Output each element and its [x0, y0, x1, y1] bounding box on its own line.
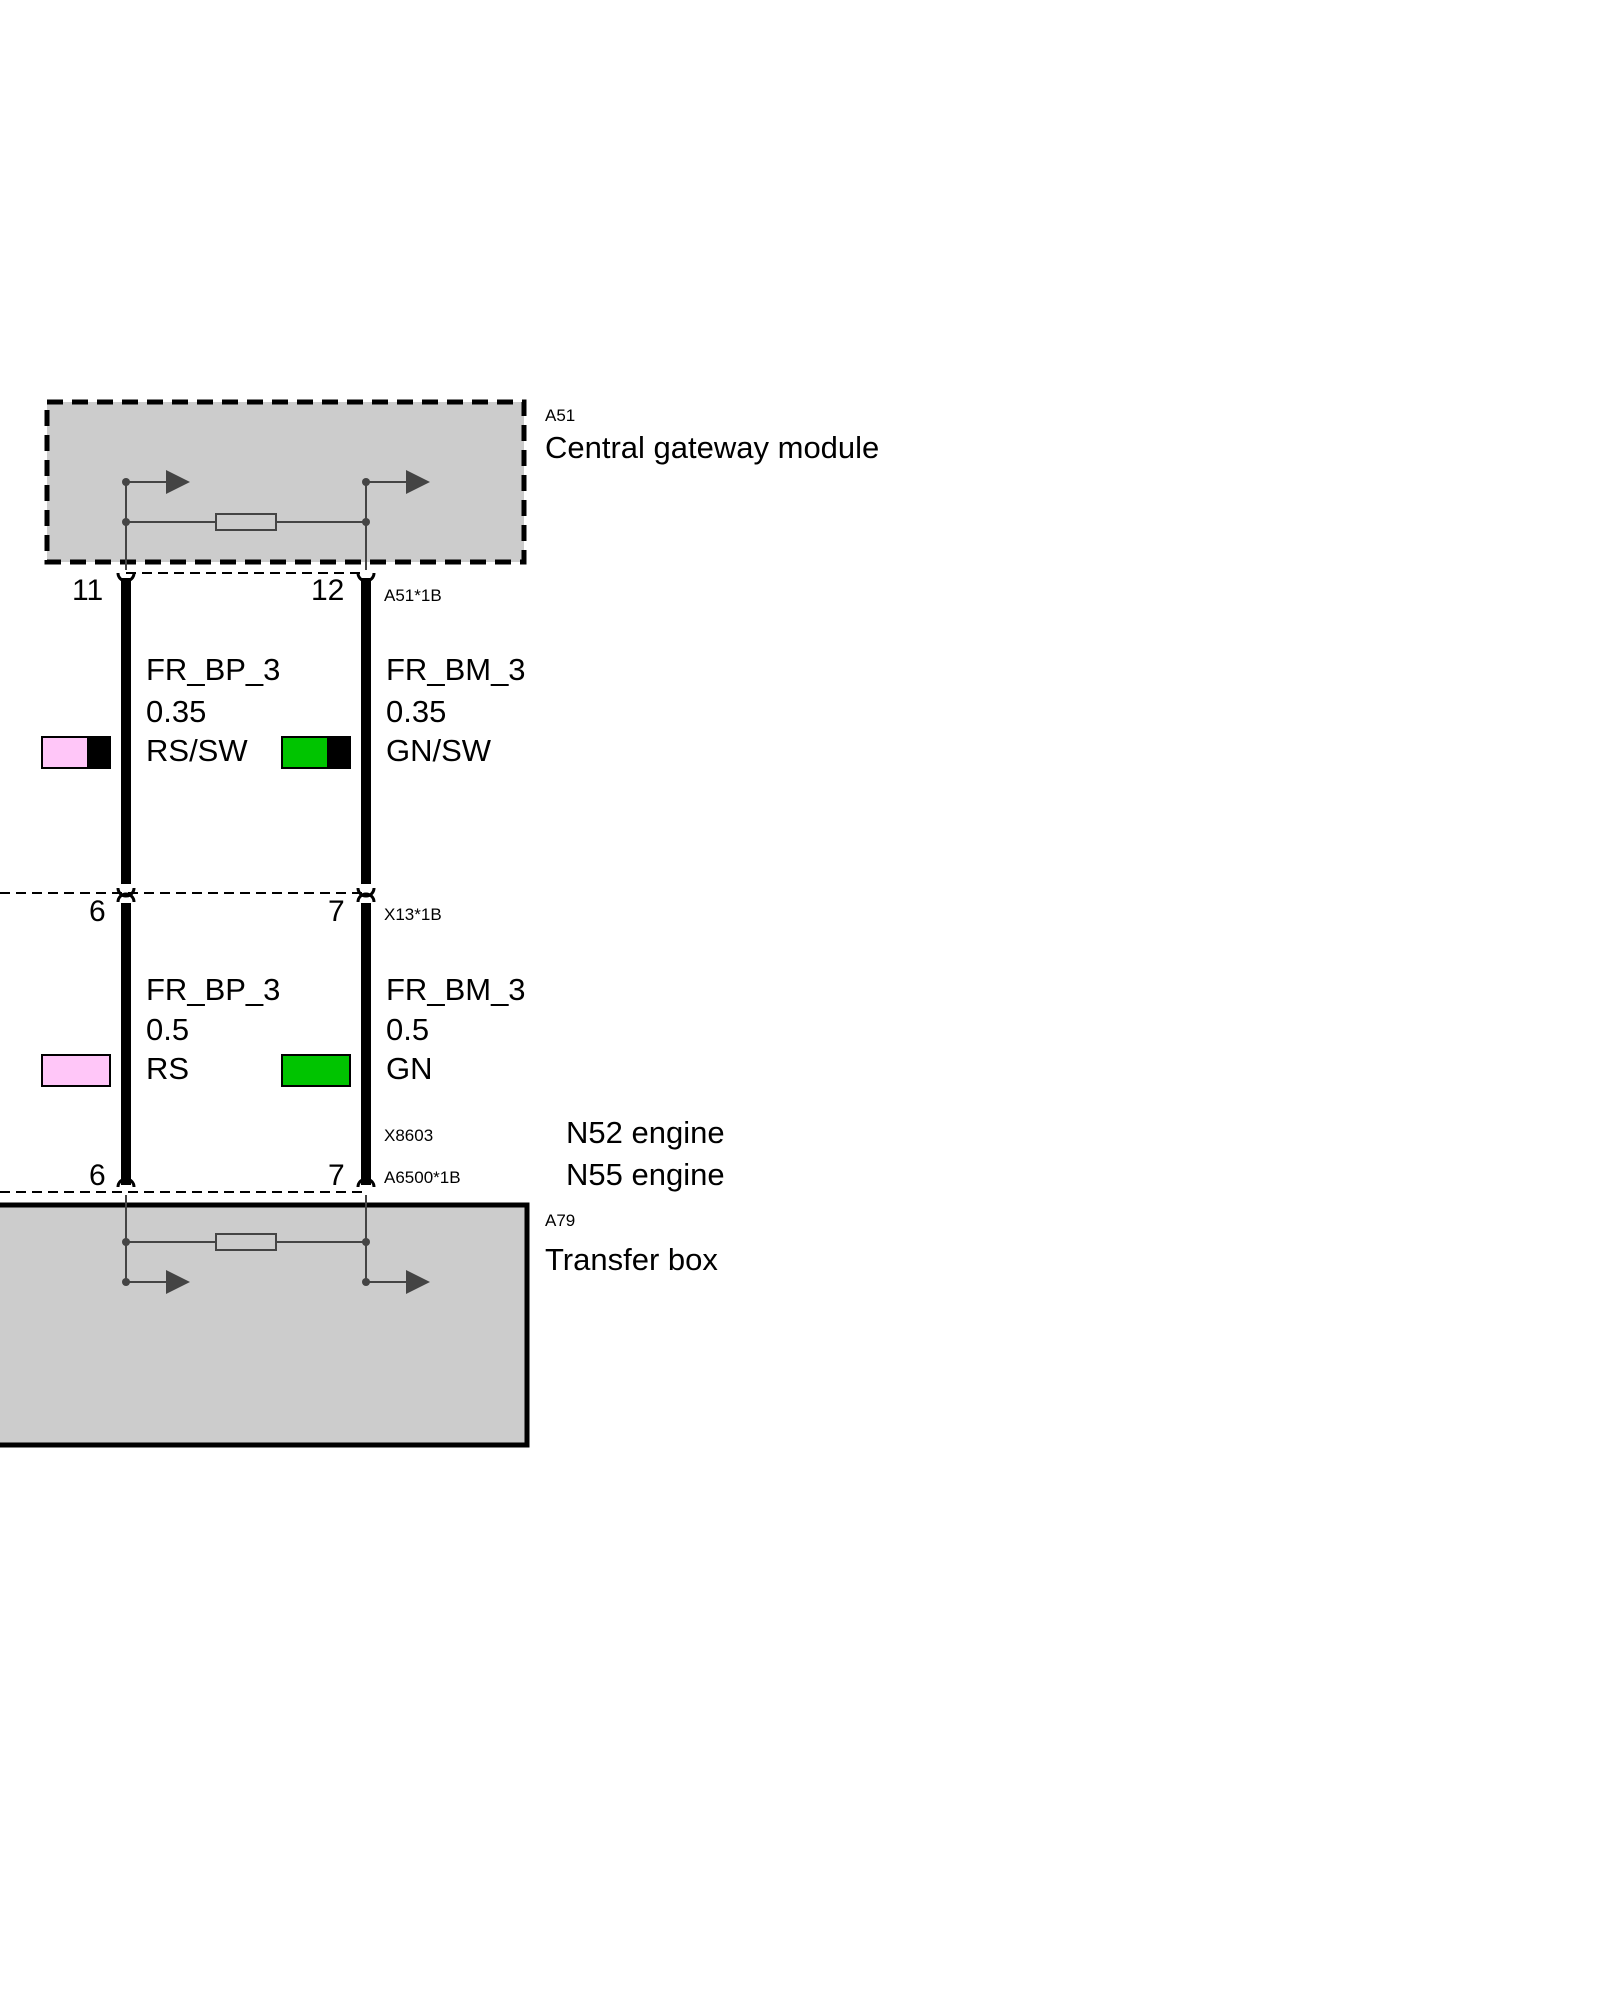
connector-label: A51*1B — [384, 586, 442, 605]
wire-color-swatch — [281, 1054, 351, 1087]
wire-color-swatch — [281, 736, 351, 769]
engine-variant-label: N55 engine — [566, 1157, 725, 1192]
junction-dot — [362, 518, 370, 526]
wire-signal-name: FR_BM_3 — [386, 972, 526, 1007]
transfer-module-id: A79 — [545, 1211, 575, 1230]
junction-dot — [362, 1238, 370, 1246]
connector-a51-1b: A51*1B — [126, 572, 442, 605]
junction-dot — [122, 1238, 130, 1246]
wire-signal-name: FR_BM_3 — [386, 652, 526, 687]
wire-signal-name: FR_BP_3 — [146, 972, 280, 1007]
bus-arrow-icon — [166, 470, 190, 494]
connector-label: A6500*1B — [384, 1168, 461, 1187]
pin-number: 7 — [328, 1159, 345, 1192]
bus-arrow-icon — [406, 470, 430, 494]
wire-cross-section: 0.35 — [146, 694, 206, 729]
bus-arrow-icon — [406, 1270, 430, 1294]
wire-color-code: GN/SW — [386, 733, 492, 768]
pin-number: 11 — [72, 574, 103, 607]
bus-arrow-icon — [166, 1270, 190, 1294]
termination-resistor-symbol — [215, 513, 277, 531]
pin-number: 6 — [89, 895, 106, 928]
wire-color-code: RS — [146, 1051, 189, 1086]
wire-color-swatch — [41, 736, 111, 769]
upper-wires — [116, 572, 376, 884]
wire-cross-section: 0.5 — [386, 1012, 429, 1047]
connector-label: X13*1B — [384, 905, 442, 924]
connector-a6500-1b: A6500*1B — [0, 1168, 461, 1193]
wire-cross-section: 0.5 — [146, 1012, 189, 1047]
pin-number: 6 — [89, 1159, 106, 1192]
junction-dot — [122, 478, 130, 486]
lower-wires — [121, 903, 371, 1185]
wire-color-code: GN — [386, 1051, 433, 1086]
junction-dot — [362, 1278, 370, 1286]
transfer-box-module: A79 Transfer box — [0, 1195, 718, 1448]
wire-color-code: RS/SW — [146, 733, 248, 768]
gateway-module: A51 Central gateway module — [44, 399, 879, 570]
pin-number: 12 — [311, 574, 344, 607]
junction-dot — [122, 1278, 130, 1286]
wire-signal-name: FR_BP_3 — [146, 652, 280, 687]
wire-cross-section: 0.35 — [386, 694, 446, 729]
pin-number: 7 — [328, 895, 345, 928]
connector-x13-1b: X13*1B — [0, 887, 442, 924]
transfer-internal-circuit — [125, 1195, 408, 1283]
junction-dot — [122, 518, 130, 526]
gateway-module-name: Central gateway module — [545, 430, 879, 465]
transfer-module-name: Transfer box — [545, 1242, 718, 1277]
gateway-module-box — [44, 399, 527, 565]
gateway-internal-circuit — [125, 481, 408, 570]
engine-variant-label: N52 engine — [566, 1115, 725, 1150]
wire-color-swatch — [41, 1054, 111, 1087]
junction-dot — [362, 478, 370, 486]
gateway-module-id: A51 — [545, 406, 575, 425]
termination-resistor-symbol — [215, 1233, 277, 1251]
connector-label: X8603 — [384, 1126, 433, 1145]
